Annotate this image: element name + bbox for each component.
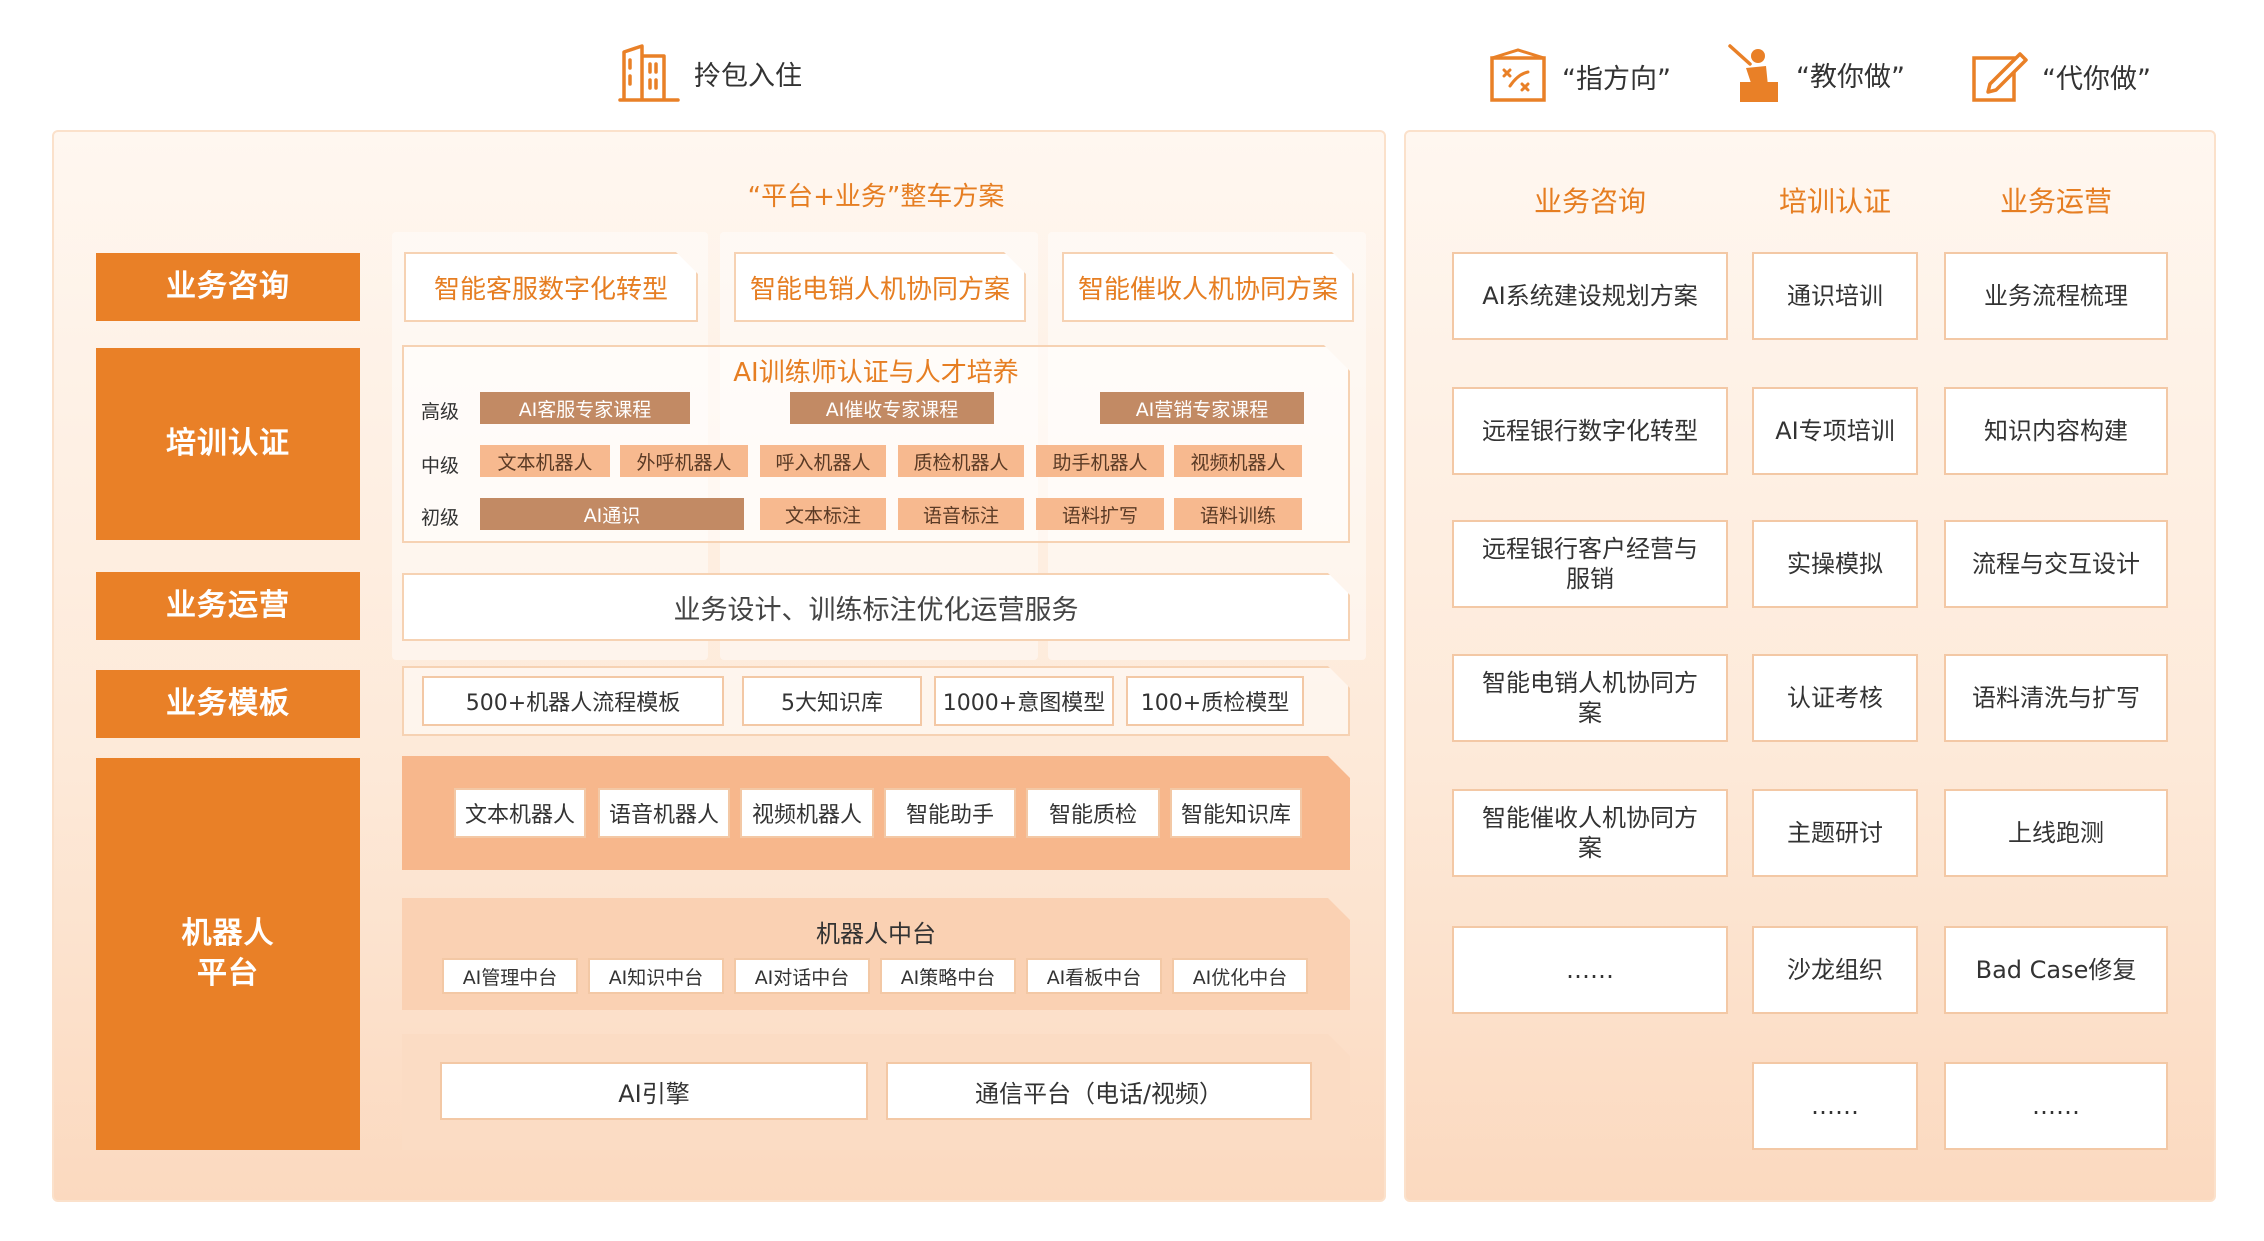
- service-card: 主题研讨: [1752, 789, 1918, 877]
- right-column-title: 业务运营: [1999, 185, 2112, 218]
- service-card: 业务流程梳理: [1944, 252, 2168, 340]
- service-card: 远程银行客户经营与服销: [1452, 520, 1728, 608]
- header-left: 拎包入住: [618, 42, 802, 104]
- middle-platform-item: AI策略中台: [880, 958, 1016, 994]
- service-card: 通识培训: [1752, 252, 1918, 340]
- service-card: 知识内容构建: [1944, 387, 2168, 475]
- robot-item: 视频机器人: [740, 788, 874, 838]
- service-card: 智能电销人机协同方案: [1452, 654, 1728, 742]
- course-pill: 文本机器人: [480, 445, 610, 477]
- base-item-communication: 通信平台（电话/视频）: [886, 1062, 1312, 1120]
- course-pill: 语料训练: [1174, 498, 1302, 530]
- category-robot-line1: 机器人: [181, 916, 275, 951]
- robot-item: 文本机器人: [454, 788, 586, 838]
- level-intermediate: 中级: [421, 455, 460, 477]
- header-left-label: 拎包入住: [694, 60, 802, 92]
- service-card: 沙龙组织: [1752, 926, 1918, 1014]
- building-icon: [618, 44, 680, 102]
- template-item: 100+质检模型: [1126, 676, 1304, 726]
- teacher-icon: [1728, 44, 1778, 102]
- middle-platform-item: AI管理中台: [442, 958, 578, 994]
- template-item: 1000+意图模型: [934, 676, 1114, 726]
- category-training: 培训认证: [96, 348, 360, 540]
- middle-platform-item: AI优化中台: [1172, 958, 1308, 994]
- edit-icon: [1972, 52, 2028, 102]
- level-basic: 初级: [421, 507, 460, 529]
- header-do-label: “代你做”: [2042, 63, 2151, 95]
- header-direction: “指方向”: [1488, 48, 1671, 104]
- operations-bar: 业务设计、训练标注优化运营服务: [402, 573, 1350, 641]
- category-operations: 业务运营: [96, 572, 360, 640]
- course-pill: AI营销专家课程: [1100, 392, 1304, 424]
- course-pill: 语音标注: [898, 498, 1024, 530]
- middle-platform-item: AI看板中台: [1026, 958, 1162, 994]
- robot-item: 智能知识库: [1170, 788, 1302, 838]
- left-panel-title: “平台+业务”整车方案: [747, 182, 1005, 212]
- service-card: ……: [1452, 926, 1728, 1014]
- service-card: ……: [1752, 1062, 1918, 1150]
- service-card: 语料清洗与扩写: [1944, 654, 2168, 742]
- course-pill: 质检机器人: [898, 445, 1024, 477]
- course-pill: 语料扩写: [1036, 498, 1164, 530]
- solution-card: 智能客服数字化转型: [404, 252, 698, 322]
- solution-card: 智能电销人机协同方案: [734, 252, 1026, 322]
- training-title: AI训练师认证与人才培养: [733, 358, 1019, 388]
- service-card: AI系统建设规划方案: [1452, 252, 1728, 340]
- category-templates: 业务模板: [96, 670, 360, 738]
- right-column-title: 业务咨询: [1533, 185, 1646, 218]
- direction-board-icon: [1490, 48, 1546, 102]
- robot-item: 智能质检: [1026, 788, 1160, 838]
- service-card: 远程银行数字化转型: [1452, 387, 1728, 475]
- right-column-title: 培训认证: [1778, 185, 1891, 218]
- service-card: 认证考核: [1752, 654, 1918, 742]
- header-teach: “教你做”: [1724, 42, 1905, 106]
- level-advanced: 高级: [421, 401, 460, 423]
- course-pill: 助手机器人: [1036, 445, 1164, 477]
- header-do: “代你做”: [1970, 48, 2151, 104]
- course-pill: 文本标注: [760, 498, 886, 530]
- template-item: 5大知识库: [742, 676, 922, 726]
- template-item: 500+机器人流程模板: [422, 676, 724, 726]
- category-robot-platform: 机器人 平台: [96, 758, 360, 1150]
- middle-platform-title: 机器人中台: [816, 920, 936, 948]
- base-item-ai-engine: AI引擎: [440, 1062, 868, 1120]
- robot-item: 语音机器人: [598, 788, 730, 838]
- service-card: 流程与交互设计: [1944, 520, 2168, 608]
- service-card: ……: [1944, 1062, 2168, 1150]
- course-pill: AI通识: [480, 498, 744, 530]
- header-teach-label: “教你做”: [1796, 61, 1905, 93]
- category-consulting: 业务咨询: [96, 253, 360, 321]
- course-pill: AI客服专家课程: [480, 392, 690, 424]
- solution-card: 智能催收人机协同方案: [1062, 252, 1354, 322]
- middle-platform-item: AI知识中台: [588, 958, 724, 994]
- middle-platform-item: AI对话中台: [734, 958, 870, 994]
- robot-item: 智能助手: [884, 788, 1016, 838]
- course-pill: 外呼机器人: [620, 445, 748, 477]
- service-card: 上线跑测: [1944, 789, 2168, 877]
- category-robot-line2: 平台: [197, 956, 259, 991]
- course-pill: 呼入机器人: [760, 445, 886, 477]
- service-card: 智能催收人机协同方案: [1452, 789, 1728, 877]
- service-card: 实操模拟: [1752, 520, 1918, 608]
- header-direction-label: “指方向”: [1562, 63, 1671, 95]
- service-card: AI专项培训: [1752, 387, 1918, 475]
- service-card: Bad Case修复: [1944, 926, 2168, 1014]
- course-pill: AI催收专家课程: [790, 392, 994, 424]
- course-pill: 视频机器人: [1174, 445, 1302, 477]
